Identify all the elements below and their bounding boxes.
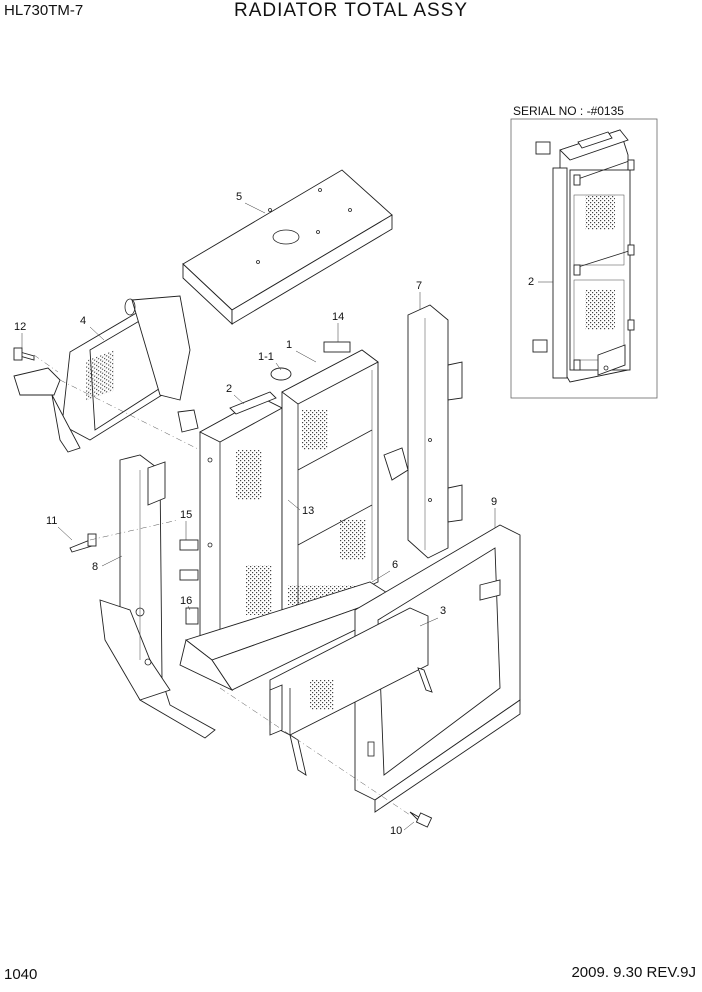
shroud-frame-part-9 (354, 524, 521, 813)
svg-text:4: 4 (80, 315, 86, 327)
callout-9: 9 (491, 496, 497, 528)
svg-text:12: 12 (14, 321, 26, 333)
fitting-part-16 (185, 607, 199, 625)
callout-4: 4 (80, 315, 105, 341)
callout-2: 2 (226, 383, 245, 405)
serial-label: SERIAL NO : -#0135 (513, 104, 624, 118)
oil-cooler-part-3 (269, 607, 433, 776)
bolt-part-11 (69, 533, 97, 553)
callout-1-1: 1-1 (258, 351, 282, 371)
callout-6: 6 (371, 559, 398, 583)
svg-text:16: 16 (180, 595, 192, 607)
svg-text:1: 1 (286, 339, 292, 351)
callout-5: 5 (236, 191, 266, 214)
side-tank-part-2 (177, 391, 283, 651)
svg-text:1-1: 1-1 (258, 351, 274, 363)
callout-3: 3 (419, 605, 446, 627)
svg-text:2: 2 (226, 383, 232, 395)
right-bracket-part-7 (383, 304, 463, 559)
svg-text:7: 7 (416, 280, 422, 292)
svg-text:13: 13 (302, 505, 314, 517)
svg-text:6: 6 (392, 559, 398, 571)
svg-text:8: 8 (92, 561, 98, 573)
bracket-part-15 (179, 539, 199, 581)
page-title: RADIATOR TOTAL ASSY (233, 0, 469, 21)
revision-date: 2009. 9.30 REV.9J (571, 964, 696, 981)
inset-radiator-core (532, 129, 635, 383)
inset-callout-2: 2 (528, 276, 534, 288)
callout-13: 13 (287, 499, 314, 517)
svg-text:9: 9 (491, 496, 497, 508)
svg-text:15: 15 (180, 509, 192, 521)
callout-14: 14 (332, 311, 344, 342)
model-code: HL730TM-7 (4, 2, 84, 19)
bolt-part-12 (13, 347, 35, 361)
callout-1: 1 (286, 339, 317, 363)
serial-inset: SERIAL NO : -#0135 2 (510, 104, 658, 399)
svg-text:5: 5 (236, 191, 242, 203)
top-cover-part-5 (182, 169, 393, 326)
intercooler-part-4 (13, 295, 191, 453)
callout-7: 7 (416, 280, 422, 310)
left-bracket-part-8 (99, 454, 216, 739)
svg-text:10: 10 (390, 825, 402, 837)
callout-11: 11 (46, 515, 73, 541)
svg-text:11: 11 (46, 515, 57, 527)
callout-8: 8 (92, 555, 123, 573)
svg-text:14: 14 (332, 311, 344, 323)
bolt-part-10 (409, 811, 433, 828)
callout-10: 10 (390, 821, 415, 837)
page-number: 1040 (4, 966, 38, 983)
callout-12: 12 (14, 321, 26, 348)
svg-text:3: 3 (440, 605, 446, 617)
callout-16: 16 (180, 595, 192, 611)
assembly-guide-lines (33, 354, 411, 816)
callout-15: 15 (180, 509, 192, 540)
radiator-core-part-1 (270, 341, 379, 621)
